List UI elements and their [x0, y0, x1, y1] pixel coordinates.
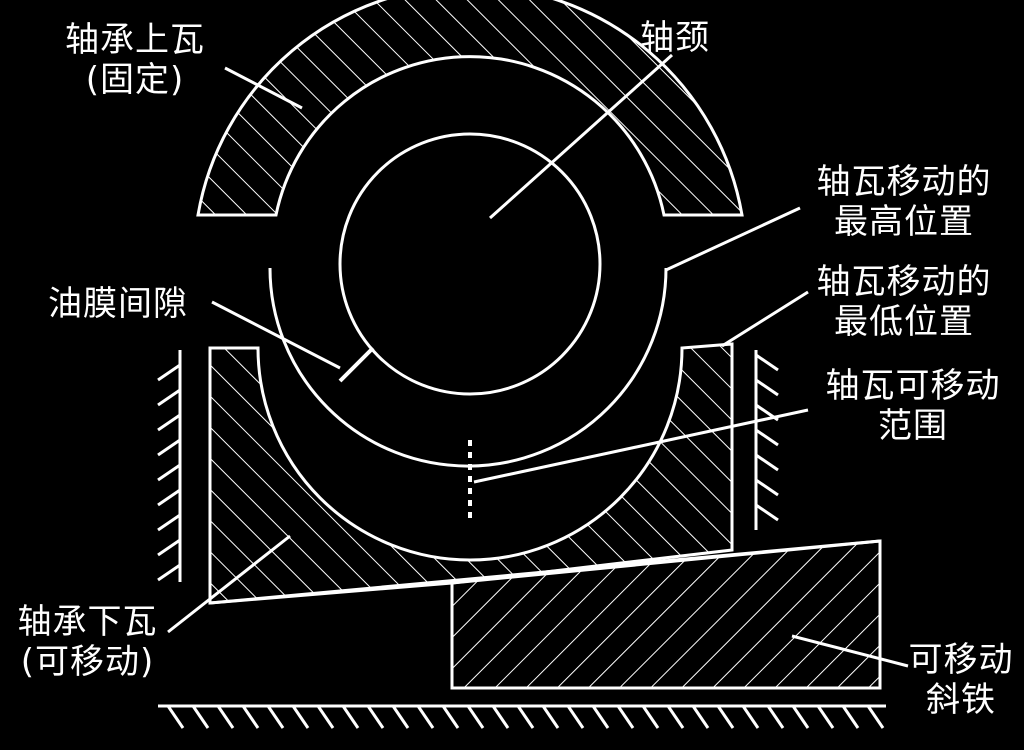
leader-journal	[488, 53, 674, 220]
bottom-ground-hatch	[158, 704, 886, 729]
label-highest-position: 轴瓦移动的 最高位置	[816, 162, 992, 242]
leader-movable-range	[473, 408, 809, 484]
slope-interface-line	[209, 539, 881, 605]
lower-bearing-shell	[208, 342, 734, 605]
label-upper-shell: 轴承上瓦 (固定)	[65, 20, 205, 100]
right-wall-hatch	[754, 350, 779, 530]
label-movable-range: 轴瓦可移动 范围	[825, 366, 1001, 446]
leader-oil-film-gap	[211, 300, 341, 370]
leader-lower-shell	[167, 534, 291, 634]
label-lowest-position: 轴瓦移动的 最低位置	[816, 262, 992, 342]
oil-film-gap-marker	[338, 346, 375, 383]
leader-wedge	[791, 634, 909, 668]
label-wedge: 可移动 斜铁	[908, 640, 1014, 720]
journal-circle	[338, 132, 602, 396]
upper-bearing-shell	[196, 0, 744, 217]
leader-upper-shell	[224, 66, 303, 110]
left-wall-hatch	[157, 350, 182, 582]
label-oil-film-gap: 油膜间隙	[48, 284, 188, 324]
label-lower-shell: 轴承下瓦 (可移动)	[17, 602, 158, 682]
leader-lowest-position	[721, 290, 809, 348]
leader-highest-position	[665, 206, 801, 272]
label-journal: 轴颈	[640, 18, 710, 58]
